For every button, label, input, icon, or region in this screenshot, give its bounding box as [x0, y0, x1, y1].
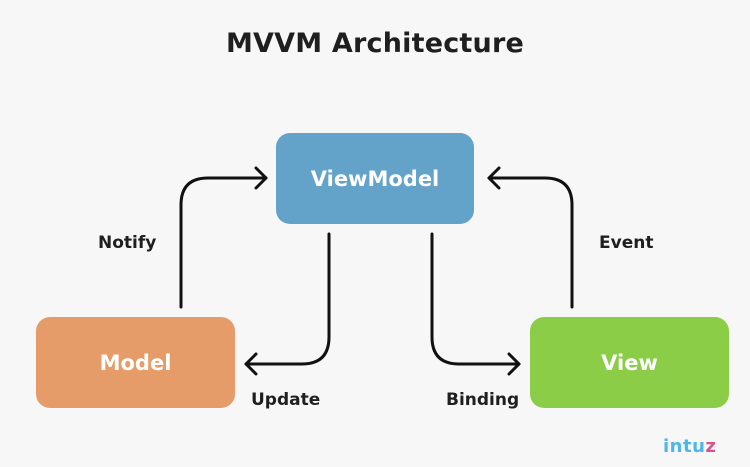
arrow-notify: [179, 176, 268, 309]
logo-text-part1: intu: [663, 436, 706, 457]
arrow-update: [244, 232, 331, 366]
arrowhead-update: [244, 352, 258, 376]
arrowhead-event: [487, 166, 501, 190]
logo-text-part2: z: [705, 436, 717, 457]
viewmodel-box: ViewModel: [276, 133, 474, 224]
viewmodel-label: ViewModel: [310, 166, 440, 191]
arrow-binding: [430, 232, 521, 366]
update-label: Update: [251, 390, 321, 410]
arrowhead-notify: [254, 166, 268, 190]
binding-label: Binding: [446, 390, 520, 410]
intuz-logo: intuz: [663, 436, 716, 457]
model-box: Model: [36, 317, 235, 408]
arrowhead-binding: [507, 352, 521, 376]
view-label: View: [601, 350, 658, 375]
notify-label: Notify: [98, 233, 157, 253]
model-label: Model: [99, 350, 172, 375]
arrow-event: [487, 176, 574, 309]
view-box: View: [530, 317, 729, 408]
diagram-title: MVVM Architecture: [225, 28, 524, 59]
event-label: Event: [599, 233, 654, 253]
